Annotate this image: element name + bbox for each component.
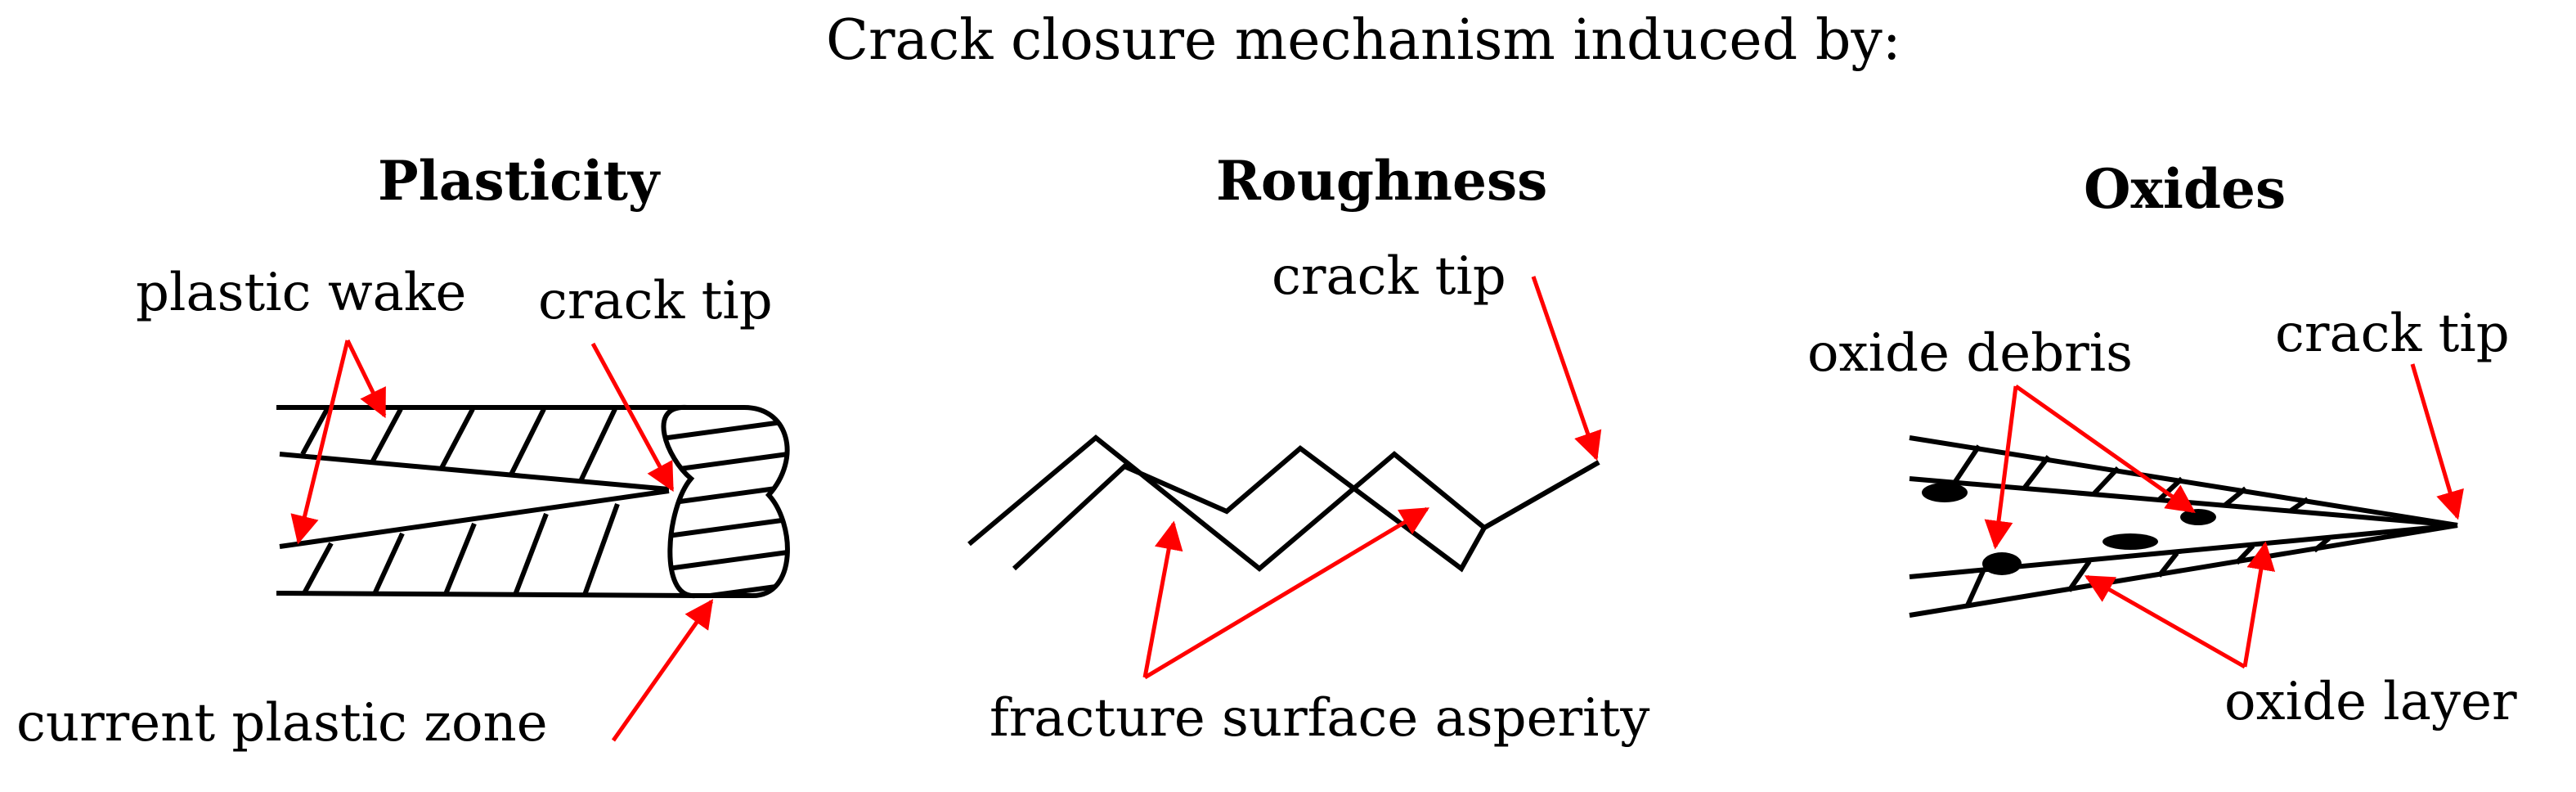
roughness-heading: Roughness	[1216, 149, 1548, 213]
oxides-figure	[1909, 435, 2458, 618]
asperity-arrow-left	[1142, 520, 1183, 678]
upper-fracture-surface	[967, 434, 1600, 572]
plasticity-heading: Plasticity	[378, 149, 660, 213]
oxide-debris-particle	[1922, 483, 1968, 502]
upper-wake-hatching	[300, 407, 617, 483]
lower-fracture-surface	[1012, 445, 1487, 573]
oxide-debris-particle	[1982, 552, 2022, 575]
crack-tip-wedge	[1483, 460, 1600, 530]
oxide-debris-arrow-left	[1984, 385, 2018, 550]
roughness-figure	[967, 434, 1600, 573]
roughness-crack-tip-label: crack tip	[1272, 246, 1506, 307]
oxides-heading: Oxides	[2084, 157, 2287, 221]
oxide-debris-particle	[2180, 509, 2216, 525]
diagram-title: Crack closure mechanism induced by:	[826, 8, 1901, 73]
oxide-lower-hatching	[1964, 536, 2331, 609]
upper-crack-face	[279, 452, 670, 492]
roughness-crack-tip-arrow	[1531, 276, 1602, 461]
plastic-wake-arrow-lower	[290, 340, 350, 545]
oxide-debris-label: oxide debris	[1807, 323, 2133, 384]
lower-crack-face	[279, 488, 670, 549]
lower-outer-boundary	[276, 591, 696, 598]
oxide-debris-particle	[2103, 533, 2158, 550]
current-plastic-zone-label: current plastic zone	[16, 693, 548, 754]
lower-outer-surface	[1909, 523, 2458, 618]
upper-outer-surface	[1909, 435, 2458, 528]
asperity-arrow-right	[1143, 506, 1430, 680]
fracture-surface-asperity-label: fracture surface asperity	[990, 688, 1650, 749]
oxide-debris-arrow-right	[2014, 384, 2196, 514]
plasticity-figure	[276, 404, 790, 599]
plastic-wake-arrow-upper	[345, 339, 387, 419]
oxide-layer-arrow-right	[2242, 541, 2276, 668]
oxides-arrows	[1984, 363, 2464, 669]
oxides-crack-tip-arrow	[2410, 363, 2464, 520]
lower-wake-hatching	[302, 502, 620, 596]
oxide-layer-label: oxide layer	[2224, 672, 2517, 732]
roughness-arrows	[1142, 276, 1602, 680]
plasticity-arrows	[290, 339, 714, 742]
oxides-crack-tip-label: crack tip	[2275, 304, 2510, 364]
plastic-zone-arrow	[611, 599, 714, 742]
plastic-wake-label: plastic wake	[136, 263, 467, 323]
plasticity-crack-tip-label: crack tip	[538, 271, 773, 331]
oxide-upper-hatching	[1952, 444, 2309, 514]
oxide-layer-arrow-left	[2084, 574, 2246, 669]
crack-tip-arrow	[590, 342, 675, 493]
